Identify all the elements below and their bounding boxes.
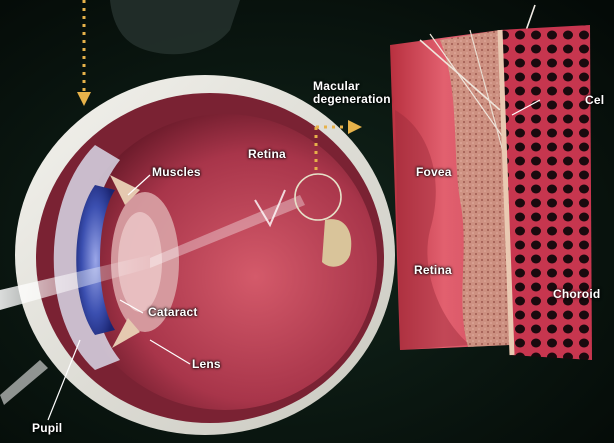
choroid-label: Choroid bbox=[553, 288, 600, 301]
pupil-label: Pupil bbox=[32, 422, 62, 435]
cut-off-label: Cel bbox=[585, 94, 604, 107]
muscles-label: Muscles bbox=[152, 166, 201, 179]
cataract-label: Cataract bbox=[148, 306, 198, 319]
macular-degeneration-label: Macular degeneration bbox=[313, 80, 423, 106]
lens-label: Lens bbox=[192, 358, 221, 371]
choroid-mesh bbox=[500, 25, 592, 360]
retina-detail-label: Retina bbox=[414, 264, 452, 277]
retina-eye-label: Retina bbox=[248, 148, 286, 161]
fovea-label: Fovea bbox=[416, 166, 452, 179]
